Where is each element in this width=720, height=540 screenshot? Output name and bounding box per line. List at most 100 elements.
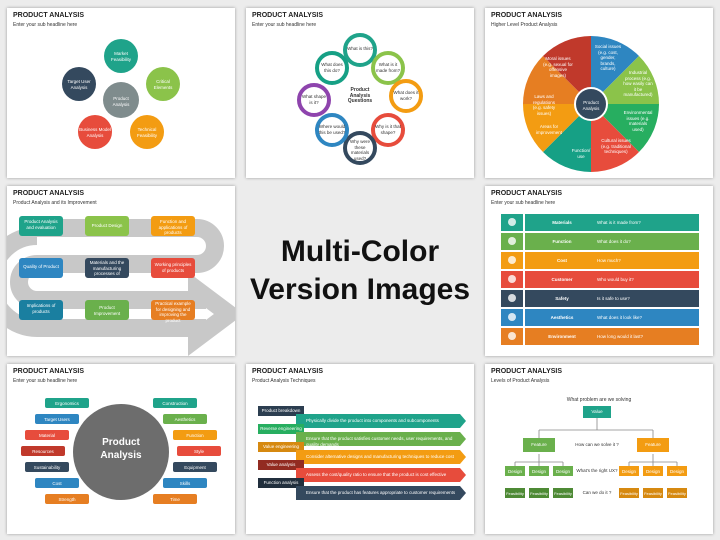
technique-label: Product breakdown <box>261 408 301 413</box>
step-label: Product Design <box>91 223 123 228</box>
feature-node: Feature <box>645 442 661 447</box>
slide-title: PRODUCT ANALYSIS <box>491 12 563 19</box>
banner-label: Aesthetics <box>550 315 574 320</box>
levels-tree <box>505 406 687 498</box>
petal-label: Laws and regulations (e.g. safety issues… <box>532 94 556 116</box>
technique-text: Ensure that the product has features app… <box>306 490 456 495</box>
design-node: Design <box>621 468 636 474</box>
question: What does it work? <box>393 90 419 101</box>
item-label: Critical Elements <box>153 79 173 90</box>
banner-text: Is it safe to use? <box>597 296 630 301</box>
questions-ring <box>297 33 423 165</box>
factor-left: Material <box>38 432 55 438</box>
slide-subtitle: Enter your sub headline here <box>13 378 78 384</box>
petal-label: Moral issues (e.g. sexual for offensive … <box>543 56 573 78</box>
step-label: Function and applications of products <box>158 219 188 235</box>
feasibility-node: Feasibility <box>620 490 638 496</box>
petal-label: Areas for improvement <box>535 124 562 135</box>
headline-line-1: Multi-Color <box>280 235 440 268</box>
step-label: Materials and the manufacturing processe… <box>89 260 125 282</box>
slide-subtitle: Product Analysis Techniques <box>252 378 316 384</box>
slide-subtitle: Levels of Product Analysis <box>491 378 550 384</box>
question: Where would this be used? <box>318 124 346 135</box>
feature-node: Feature <box>531 442 547 447</box>
design-node: Design <box>507 468 522 474</box>
slide-subtitle: Higher Level Product Analysis <box>491 22 558 28</box>
center-label: Product Analysis <box>112 96 130 107</box>
top-question: What problem are we solving <box>566 397 632 403</box>
slide-subtitle: Enter your sub headline here <box>491 200 556 206</box>
cycle-diagram <box>62 39 180 149</box>
factor-right: Aesthetics <box>174 416 196 422</box>
technique-text: Ensure that the product satisfies custom… <box>306 436 453 447</box>
slide-title: PRODUCT ANALYSIS <box>252 368 324 375</box>
slide-1[interactable]: PRODUCT ANALYSIS Enter your sub headline… <box>7 8 235 178</box>
center-label: Product Analysis Questions <box>347 87 373 104</box>
step-label: Working principles of products <box>154 262 192 273</box>
petal-label: Industrial process (e.g. how easily can … <box>623 70 653 97</box>
slide-5[interactable]: PRODUCT ANALYSIS Enter your sub headline… <box>485 186 713 356</box>
petal-label: Function/ use <box>571 148 591 159</box>
question: What is it made from? <box>375 62 400 73</box>
technique-label: Value analysis <box>266 462 296 467</box>
banner-label: Customer <box>551 277 573 282</box>
banner-label: Function <box>552 239 572 244</box>
factor-right: Style <box>193 448 204 454</box>
feasibility-node: Feasibility <box>554 490 572 496</box>
question: What shape is it? <box>301 94 326 105</box>
question: What does this do? <box>321 62 343 73</box>
slide-title: PRODUCT ANALYSIS <box>13 368 85 375</box>
technique-label: Value engineering <box>263 444 299 449</box>
slide-7[interactable]: PRODUCT ANALYSIS Product Analysis Techni… <box>246 364 474 534</box>
banner-text: How long would it last? <box>597 334 644 339</box>
technique-text: Physically divide the product into compo… <box>306 418 439 423</box>
banner-list <box>501 214 699 345</box>
feasibility-node: Feasibility <box>644 490 662 496</box>
item-label: Technical Feasibility <box>136 127 157 138</box>
banner-label: Materials <box>552 220 572 225</box>
technique-text: Assess the cost/quality ratio to ensure … <box>306 472 447 477</box>
center-label: Product Analysis <box>100 437 142 461</box>
design-node: Design <box>555 468 570 474</box>
design-node: Design <box>645 468 660 474</box>
feasibility-node: Feasibility <box>668 490 686 496</box>
question: Why were these materials used? <box>349 139 370 161</box>
design-node: Design <box>669 468 684 474</box>
factor-wheel <box>21 398 221 504</box>
step-label: Practical example for designing and impr… <box>155 301 191 323</box>
technique-label: Function analysis <box>263 480 299 485</box>
slide-subtitle: Enter your sub headline here <box>13 22 78 28</box>
banner-label: Cost <box>557 258 567 263</box>
slide-title: PRODUCT ANALYSIS <box>491 368 563 375</box>
banner-label: Environment <box>548 334 576 339</box>
slide-4[interactable]: PRODUCT ANALYSIS Product Analysis and it… <box>7 186 235 356</box>
factor-left: Cost <box>52 480 62 486</box>
slide-title: PRODUCT ANALYSIS <box>491 190 563 197</box>
technique-ribbons <box>258 406 466 500</box>
step-label: Implications of products <box>26 303 56 314</box>
factor-right: Skills <box>179 480 191 486</box>
factor-right: Equipment <box>184 464 206 470</box>
slide-2[interactable]: PRODUCT ANALYSIS Enter your sub headline… <box>246 8 474 178</box>
banner-text: Who would buy it? <box>597 277 634 282</box>
banner-text: What is it made from? <box>597 220 641 225</box>
banner-text: How much? <box>597 258 621 263</box>
feasibility-node: Feasibility <box>530 490 548 496</box>
question: What is this? <box>347 46 373 51</box>
step-label: Product Analysis and evaluation <box>24 219 58 230</box>
headline-line-2: Version Images <box>249 273 471 306</box>
petal-label: Social issues (e.g. cost, gender, brands… <box>594 44 622 71</box>
item-label: Target User Analysis <box>67 79 91 90</box>
headline: Multi-Color Version Images <box>248 233 472 309</box>
factor-right: Function <box>186 432 204 438</box>
slide-6[interactable]: PRODUCT ANALYSIS Enter your sub headline… <box>7 364 235 534</box>
petal-label: Environmental issues (e.g. materials use… <box>623 110 653 132</box>
question-label: How can we solve it ? <box>575 442 619 447</box>
feasibility-node: Feasibility <box>506 490 524 496</box>
technique-label: Reverse engineering <box>260 426 302 431</box>
item-label: Market Feasibility <box>110 51 131 62</box>
slide-3[interactable]: PRODUCT ANALYSIS Higher Level Product An… <box>485 8 713 178</box>
slide-8[interactable]: PRODUCT ANALYSIS Levels of Product Analy… <box>485 364 713 534</box>
slide-title: PRODUCT ANALYSIS <box>13 190 85 197</box>
banner-label: Safety <box>555 296 569 301</box>
